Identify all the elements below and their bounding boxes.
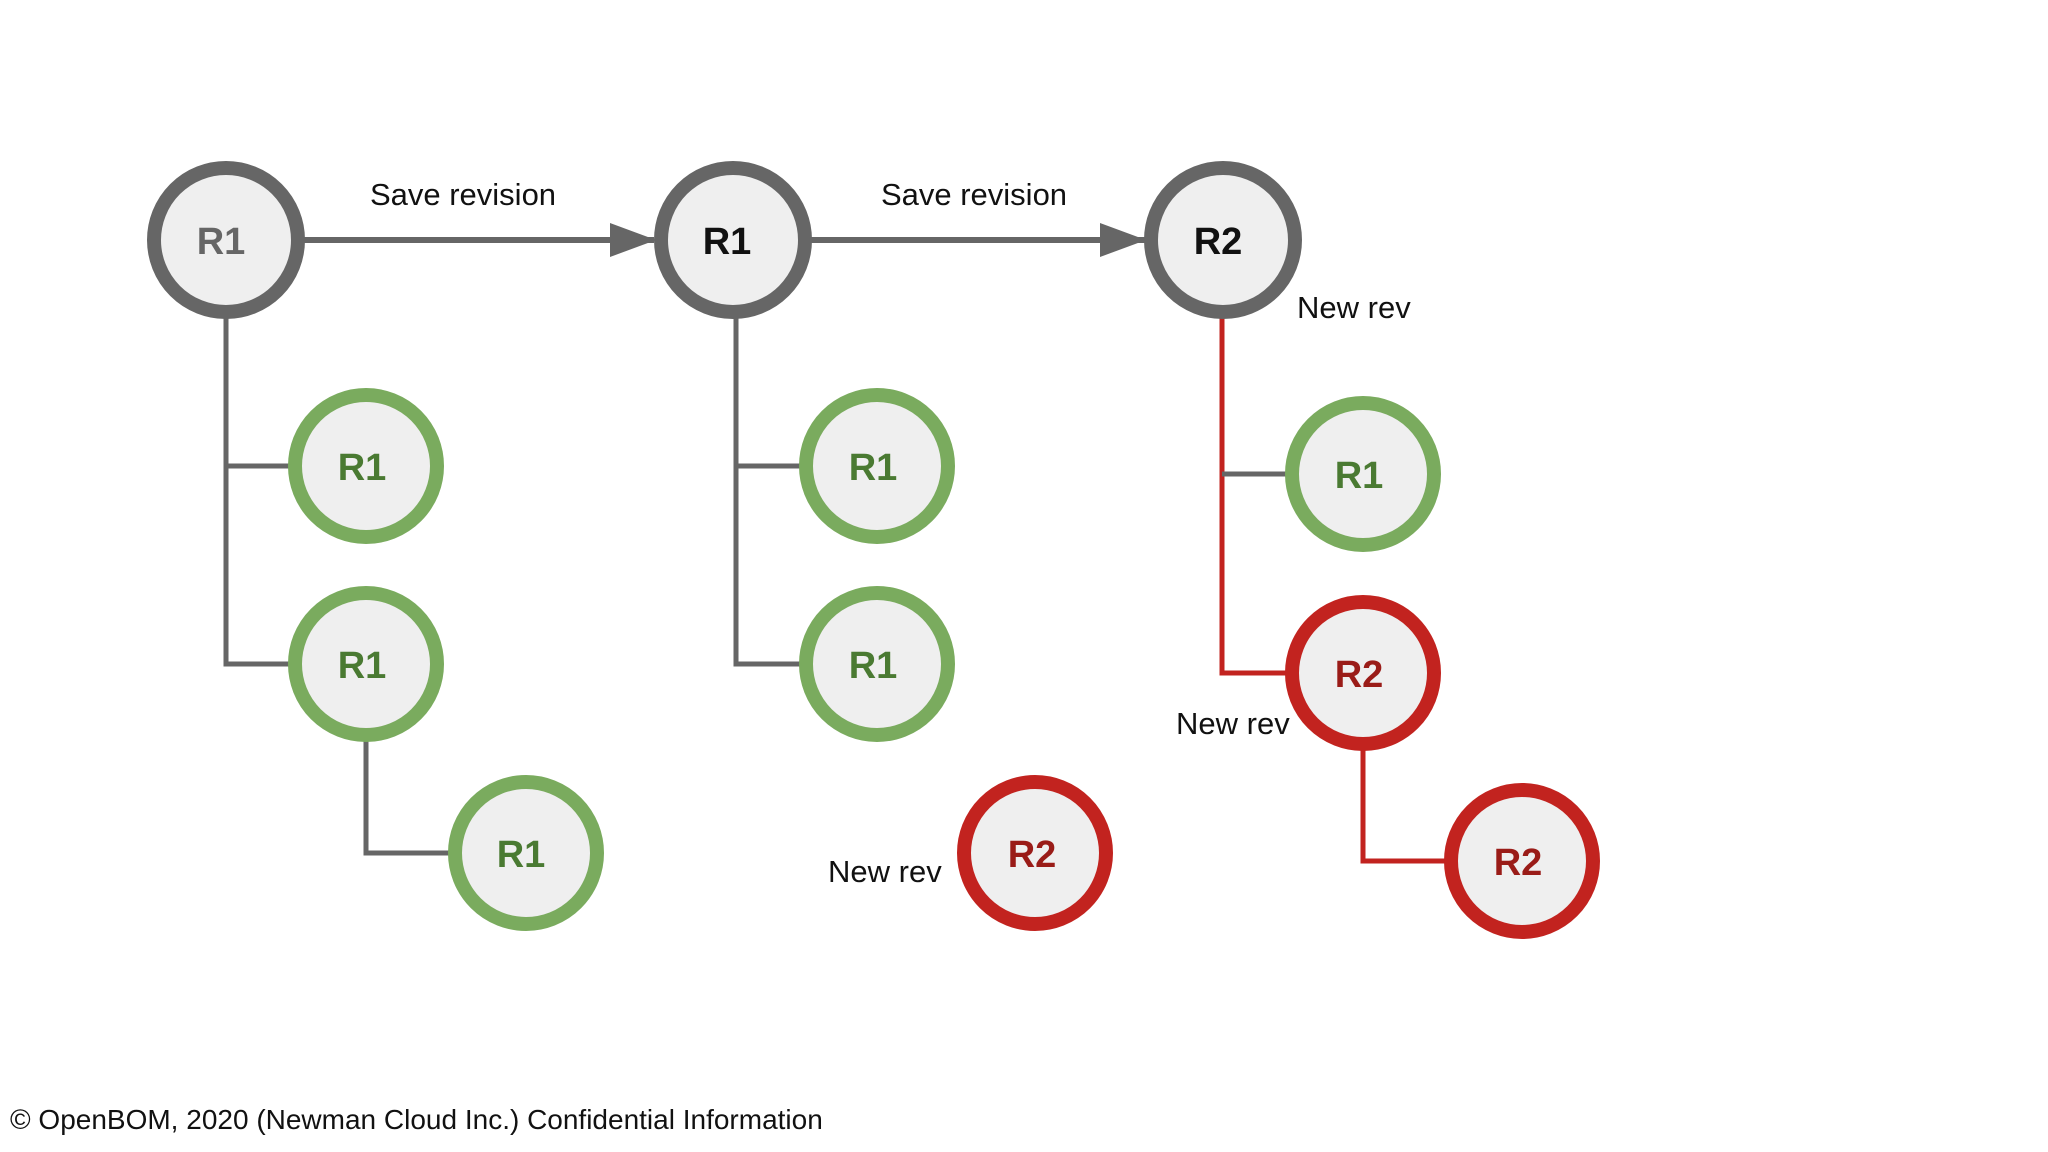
node-label: R1 — [1335, 455, 1384, 497]
revision-node-c-child-1: R1 — [1285, 396, 1441, 552]
revision-node-b-new: R2 — [957, 775, 1113, 931]
tree-c-branch-grandchild — [1360, 748, 1450, 864]
node-label: R1 — [338, 447, 387, 489]
revision-node-c-grandchild: R2 — [1444, 783, 1600, 939]
node-label: R2 — [1494, 842, 1543, 884]
revision-node-top-3: R2 — [1144, 161, 1302, 319]
node-label: R1 — [497, 834, 546, 876]
revision-node-a-child-1: R1 — [288, 388, 444, 544]
save-revision-label-1: Save revision — [370, 177, 556, 212]
revision-node-top-1: R1 — [147, 161, 305, 319]
revision-node-b-child-2: R1 — [799, 586, 955, 742]
connectors — [223, 314, 1450, 864]
revision-node-a-grandchild: R1 — [448, 775, 604, 931]
tree-c-trunk — [1219, 314, 1288, 676]
copyright-footer: © OpenBOM, 2020 (Newman Cloud Inc.) Conf… — [10, 1104, 823, 1135]
node-label: R2 — [1008, 834, 1057, 876]
node-label: R2 — [1194, 221, 1243, 263]
node-label: R1 — [197, 221, 246, 263]
node-label: R1 — [338, 645, 387, 687]
tree-a-trunk — [223, 314, 292, 667]
revision-node-a-child-2: R1 — [288, 586, 444, 742]
tree-b-trunk — [733, 314, 804, 667]
revision-node-c-child-2: R2 — [1285, 595, 1441, 751]
revision-arrows — [304, 223, 1146, 257]
node-label: R1 — [849, 645, 898, 687]
node-label: R2 — [1335, 654, 1384, 696]
edge-labels: Save revision Save revision New rev New … — [370, 177, 1411, 889]
revision-node-top-2: R1 — [654, 161, 812, 319]
save-revision-arrowhead-1 — [610, 223, 656, 257]
new-rev-label-standalone: New rev — [828, 854, 942, 889]
save-revision-label-2: Save revision — [881, 177, 1067, 212]
node-label: R1 — [703, 221, 752, 263]
node-label: R1 — [849, 447, 898, 489]
new-rev-label-child: New rev — [1176, 706, 1290, 741]
save-revision-arrowhead-2 — [1100, 223, 1146, 257]
new-rev-label-top: New rev — [1297, 290, 1411, 325]
nodes: R1 R1 R2 R1 R1 R1 R1 R1 — [147, 161, 1600, 939]
revision-node-b-child-1: R1 — [799, 388, 955, 544]
tree-a-branch-grandchild — [363, 738, 452, 856]
